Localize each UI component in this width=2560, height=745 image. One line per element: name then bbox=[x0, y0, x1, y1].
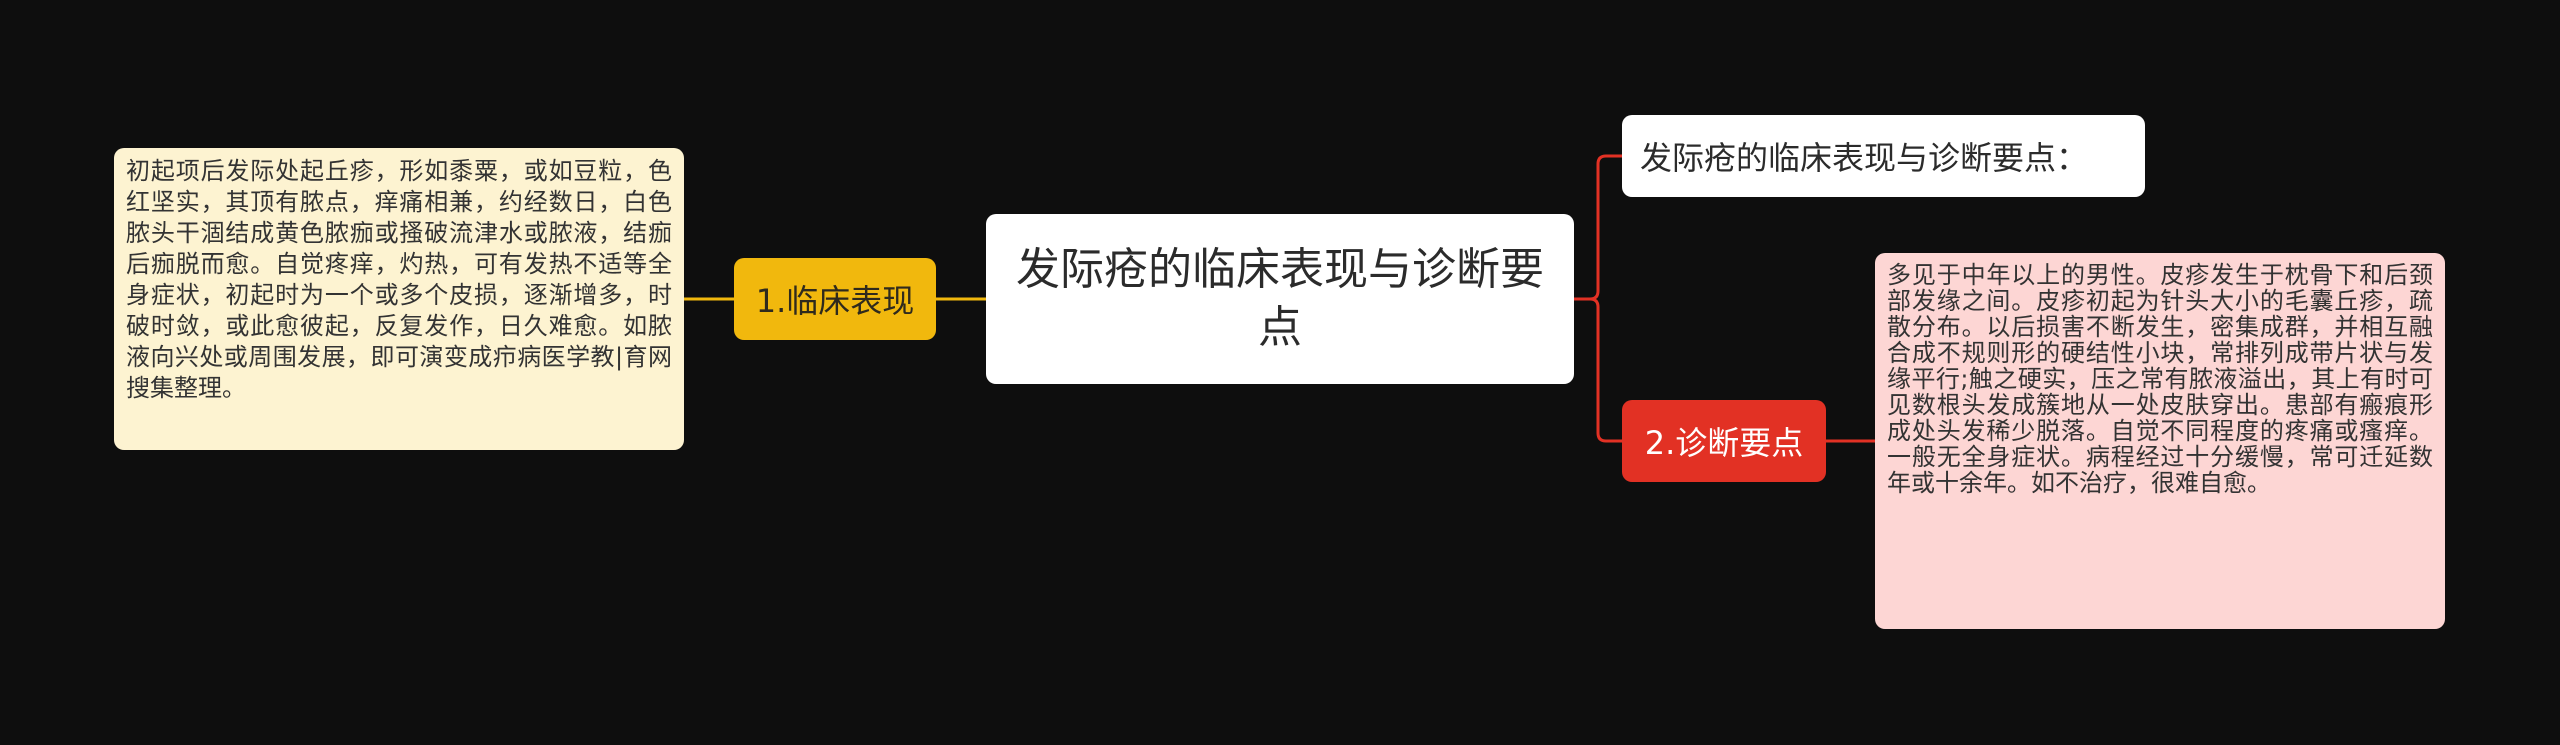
right-title-label: 发际疮的临床表现与诊断要点： bbox=[1640, 139, 2089, 177]
connector-root-to-diagnosis bbox=[1589, 297, 1622, 443]
diagnosis-detail-note[interactable]: 多见于中年以上的男性。皮疹发生于枕骨下和后颈部发缘之间。皮疹初起为针头大小的毛囊… bbox=[1875, 253, 2445, 629]
right-title-node[interactable]: 发际疮的临床表现与诊断要点： bbox=[1622, 115, 2145, 197]
root-topic-label: 发际疮的临床表现与诊断要点 bbox=[1016, 244, 1544, 353]
branch-diagnosis-label: 2.诊断要点 bbox=[1644, 424, 1804, 462]
clinical-detail-text: 初起项后发际处起丘疹，形如黍粟，或如豆粒，色红坚实，其顶有脓点，痒痛相兼，约经数… bbox=[126, 157, 672, 402]
clinical-detail-note[interactable]: 初起项后发际处起丘疹，形如黍粟，或如豆粒，色红坚实，其顶有脓点，痒痛相兼，约经数… bbox=[114, 148, 684, 450]
branch-clinical-manifestation[interactable]: 1.临床表现 bbox=[734, 258, 936, 340]
branch-clinical-label: 1.临床表现 bbox=[755, 282, 915, 320]
branch-diagnosis-points[interactable]: 2.诊断要点 bbox=[1622, 400, 1826, 482]
root-topic[interactable]: 发际疮的临床表现与诊断要点 bbox=[986, 214, 1574, 384]
connector-root-to-title bbox=[1574, 154, 1622, 301]
diagnosis-detail-text: 多见于中年以上的男性。皮疹发生于枕骨下和后颈部发缘之间。皮疹初起为针头大小的毛囊… bbox=[1887, 261, 2433, 497]
